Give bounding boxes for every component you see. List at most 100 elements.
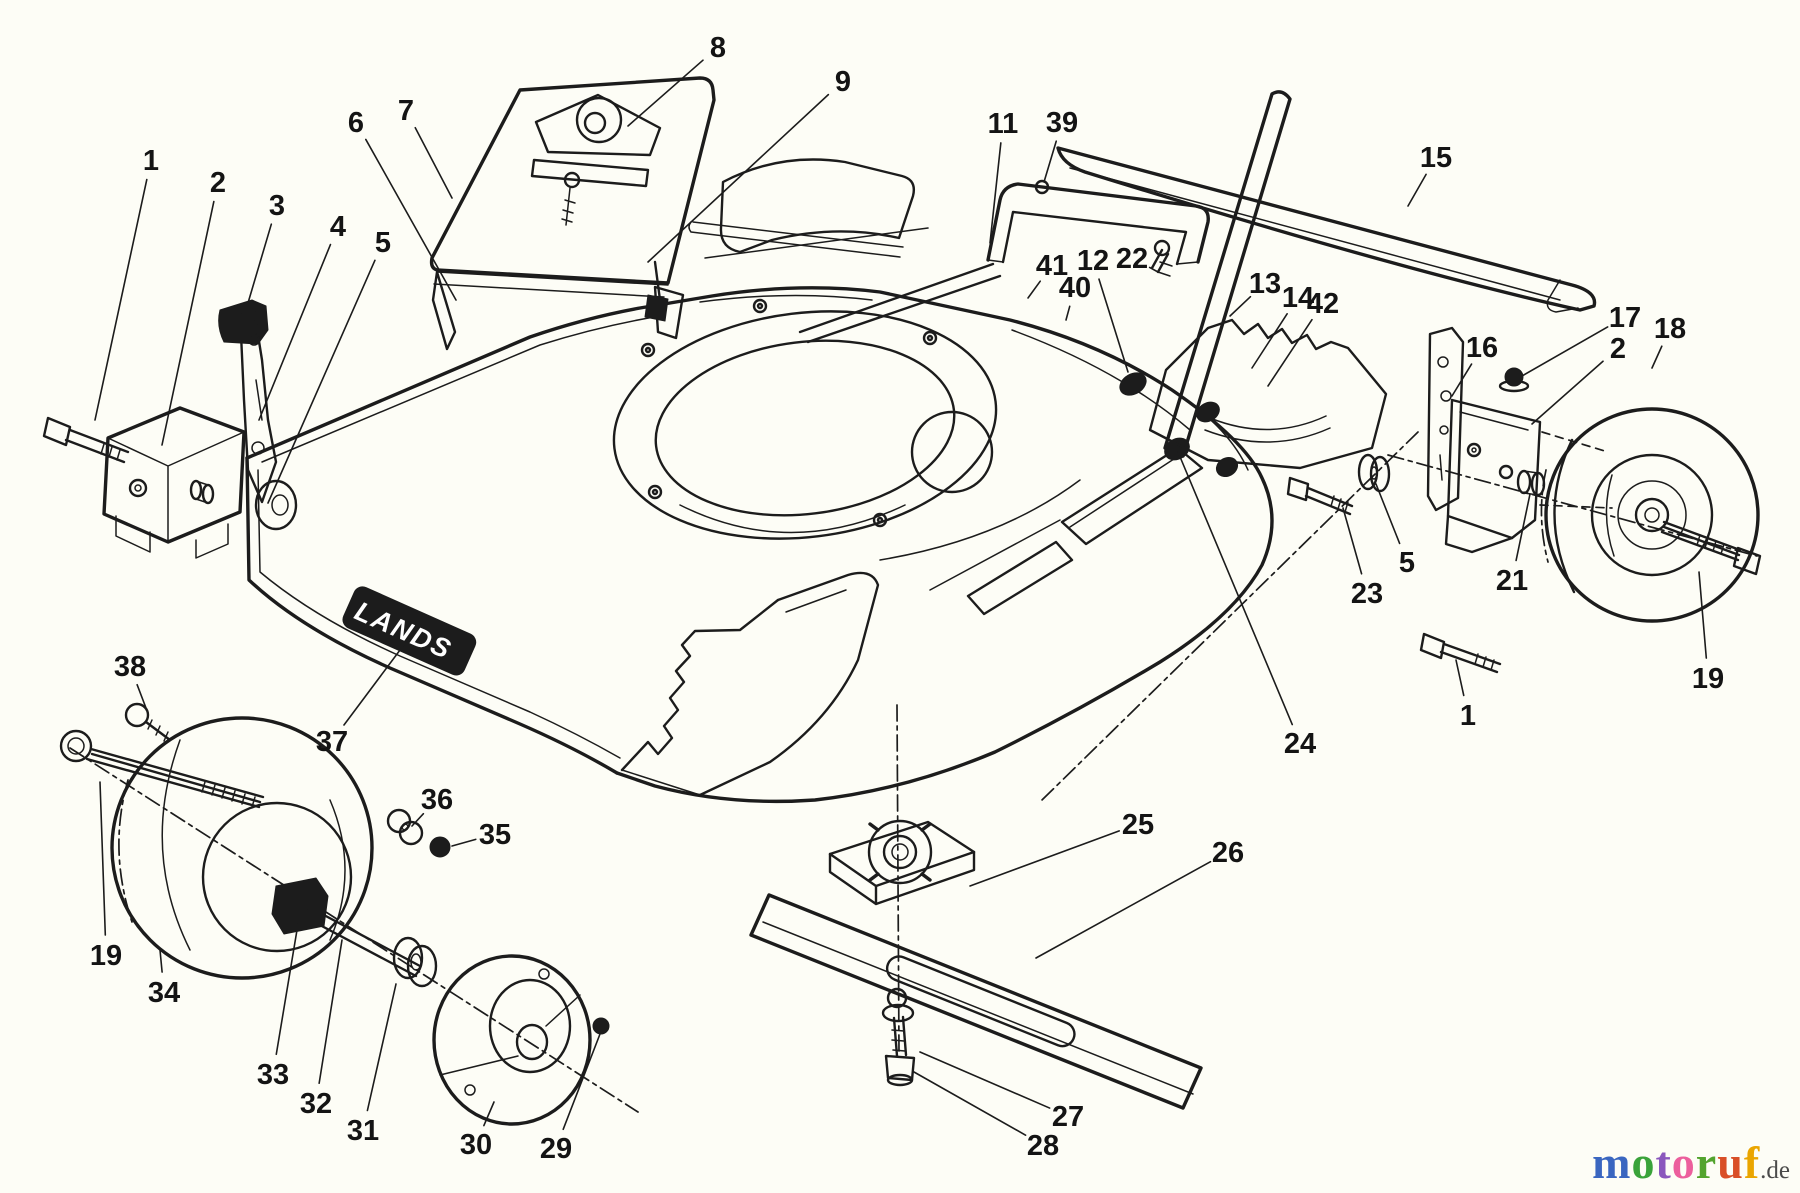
leader-line-2 — [1531, 360, 1604, 425]
bolt-1-right — [1419, 632, 1446, 660]
callout-number-12: 12 — [1077, 245, 1109, 277]
callout-number-36: 36 — [421, 784, 453, 816]
watermark-letter: o — [1631, 1137, 1656, 1188]
leader-line-28 — [913, 1071, 1027, 1136]
leader-line-35 — [451, 838, 477, 847]
bearing-31 — [392, 936, 424, 980]
leader-line-11 — [989, 142, 1002, 244]
leader-line-14 — [1251, 312, 1288, 369]
flange-nut-17 — [1504, 367, 1524, 387]
callout-number-11: 11 — [988, 108, 1019, 140]
callout-number-8: 8 — [710, 32, 726, 64]
carriage-bolt-12 — [1119, 372, 1147, 396]
leader-line-12 — [1098, 278, 1129, 373]
leader-line-37 — [343, 641, 407, 726]
callout-number-38: 38 — [114, 651, 146, 683]
watermark-letter: m — [1592, 1137, 1632, 1188]
watermark-letter: o — [1671, 1137, 1696, 1188]
leader-line-27 — [919, 1051, 1051, 1109]
callout-number-39: 39 — [1046, 107, 1078, 139]
callout-number-19: 19 — [1692, 663, 1724, 695]
leader-line-33 — [275, 923, 299, 1056]
callout-number-28: 28 — [1027, 1130, 1059, 1162]
callout-number-35: 35 — [479, 819, 511, 851]
bag-support-bracket — [798, 179, 1210, 344]
wheel-bracket-right — [1446, 398, 1542, 540]
callout-number-1: 1 — [143, 145, 159, 177]
adjuster-lever-4 — [238, 308, 278, 504]
bolt-23 — [1286, 476, 1310, 502]
watermark-letter: f — [1743, 1137, 1761, 1188]
bolt-29 — [592, 1017, 610, 1035]
leader-line-31 — [366, 983, 397, 1112]
callout-number-34: 34 — [148, 977, 180, 1009]
leader-line-16 — [1451, 363, 1473, 397]
callout-number-42: 42 — [1307, 288, 1339, 320]
axle-bolt-19-left — [59, 729, 93, 763]
lock-washer-27 — [886, 987, 908, 1009]
watermark-wordmark: motoruf — [1592, 1137, 1760, 1188]
rear-discharge-door — [688, 158, 929, 259]
callout-number-32: 32 — [300, 1088, 332, 1120]
callout-number-2: 2 — [210, 167, 226, 199]
callout-number-27: 27 — [1052, 1101, 1084, 1133]
leader-line-24 — [1177, 451, 1294, 726]
callout-number-41: 41 — [1036, 250, 1068, 282]
leader-line-36 — [411, 812, 425, 827]
leader-line-40 — [1065, 305, 1071, 321]
leader-line-19 — [99, 781, 107, 936]
leader-line-22 — [1148, 266, 1159, 273]
callout-number-31: 31 — [347, 1115, 379, 1147]
leader-line-3 — [247, 223, 273, 304]
callout-number-24: 24 — [1284, 728, 1316, 760]
leader-line-2 — [161, 200, 215, 446]
callout-number-7: 7 — [398, 95, 414, 127]
support-bracket-2 — [102, 406, 246, 544]
spindle-pulley — [432, 954, 610, 1126]
leader-line-6 — [364, 138, 457, 301]
watermark-letter: r — [1695, 1137, 1718, 1188]
callout-number-4: 4 — [330, 211, 346, 243]
callout-number-9: 9 — [835, 66, 851, 98]
leader-line-25 — [969, 830, 1121, 887]
callout-number-17: 17 — [1609, 302, 1641, 334]
callout-number-2: 2 — [1610, 333, 1626, 365]
callout-number-15: 15 — [1420, 142, 1452, 174]
leader-line-42 — [1267, 318, 1313, 387]
right-wheel — [1540, 407, 1762, 623]
callout-number-16: 16 — [1466, 332, 1498, 364]
bolt-1-left — [42, 416, 72, 447]
leader-line-32 — [318, 939, 343, 1085]
leader-line-34 — [159, 949, 163, 973]
watermark-letter: u — [1717, 1137, 1744, 1188]
brand-decal: LANDS — [342, 586, 477, 676]
callout-number-18: 18 — [1654, 313, 1686, 345]
leader-line-21 — [1515, 493, 1531, 562]
callout-number-1: 1 — [1460, 700, 1476, 732]
callout-number-3: 3 — [269, 190, 285, 222]
callout-number-26: 26 — [1212, 837, 1244, 869]
pivot-washer-5 — [254, 479, 298, 531]
blade-assembly — [749, 819, 1203, 1110]
blade-26 — [749, 893, 1203, 1110]
callout-number-25: 25 — [1122, 809, 1154, 841]
engine-cover — [429, 76, 716, 351]
leader-line-8 — [627, 59, 704, 127]
leader-line-5 — [1375, 483, 1401, 545]
deck-housing — [245, 286, 1274, 804]
callout-number-13: 13 — [1249, 268, 1281, 300]
callout-number-30: 30 — [460, 1129, 492, 1161]
leader-line-38 — [136, 683, 147, 709]
leader-line-15 — [1407, 173, 1427, 207]
leader-line-18 — [1651, 345, 1663, 369]
leader-line-30 — [483, 1101, 495, 1127]
leader-line-23 — [1342, 507, 1363, 575]
left-bracket-assembly — [42, 299, 298, 559]
leader-line-1 — [94, 178, 148, 421]
axle-shaft-32 — [316, 912, 422, 978]
leader-line-17 — [1521, 326, 1609, 377]
callout-number-40: 40 — [1059, 272, 1091, 304]
